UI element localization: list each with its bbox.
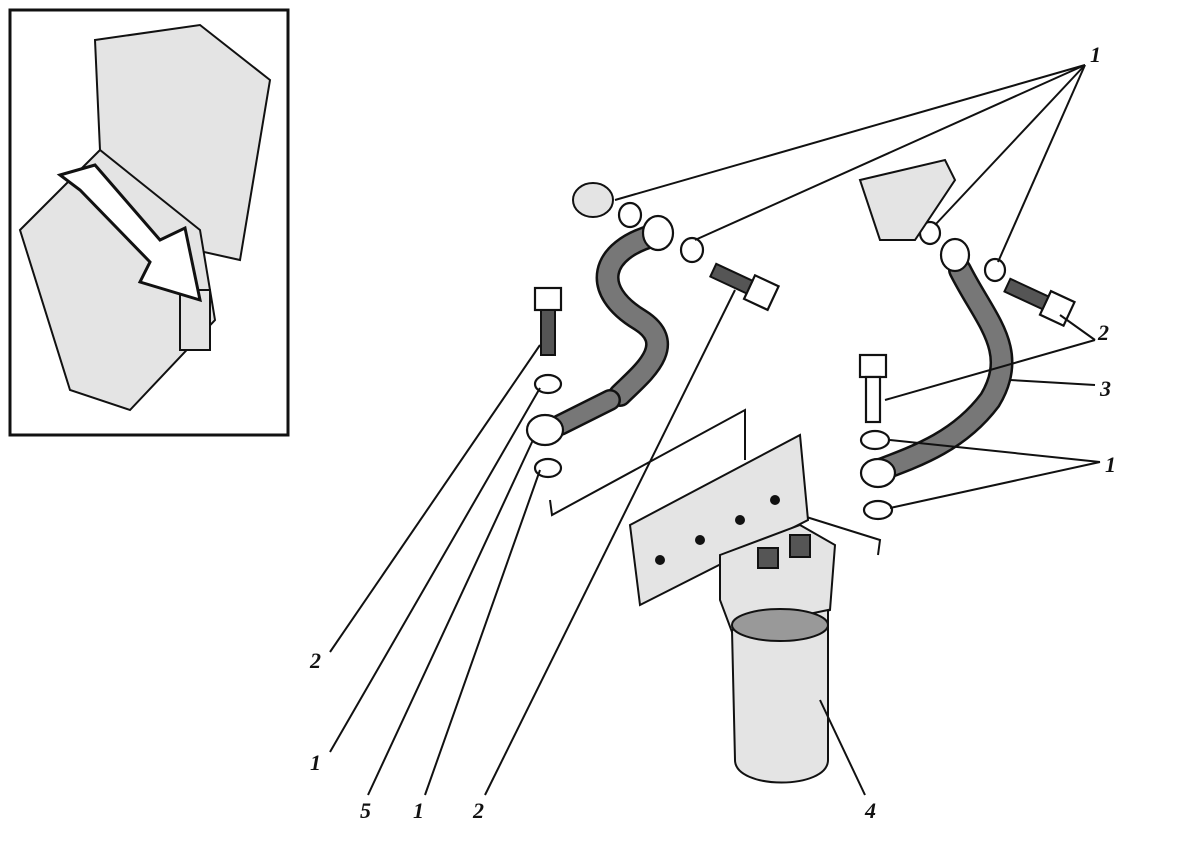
callout-label: 3 bbox=[1099, 376, 1111, 401]
washer bbox=[862, 499, 894, 521]
bracket bbox=[858, 158, 957, 241]
callout-label: 2 bbox=[1097, 320, 1109, 345]
callout-label: 1 bbox=[1105, 452, 1116, 477]
washer bbox=[617, 201, 643, 229]
callout-label: 2 bbox=[309, 648, 321, 673]
mounting-plate bbox=[628, 433, 810, 607]
inset-view bbox=[8, 8, 290, 437]
callout-label: 1 bbox=[310, 750, 321, 775]
bolt bbox=[1003, 277, 1076, 328]
banjo-fitting-right bbox=[859, 457, 897, 489]
arrow-icon bbox=[56, 163, 202, 303]
banjo-fitting-left bbox=[525, 413, 565, 447]
callout-label: 1 bbox=[1090, 42, 1101, 67]
callout-label: 4 bbox=[864, 798, 876, 823]
tank-lower bbox=[18, 148, 217, 412]
bolt bbox=[533, 286, 563, 356]
callout-label: 2 bbox=[472, 798, 484, 823]
sleeve bbox=[572, 182, 614, 218]
washer bbox=[533, 457, 563, 479]
callout-label: 5 bbox=[360, 798, 371, 823]
washer bbox=[983, 257, 1007, 283]
washer bbox=[533, 373, 563, 395]
bolt bbox=[708, 262, 781, 312]
filter-assembly bbox=[719, 523, 837, 784]
callout-label: 1 bbox=[413, 798, 424, 823]
washer bbox=[859, 429, 891, 451]
parts bbox=[329, 64, 1101, 796]
washer bbox=[679, 236, 705, 264]
leader-lines bbox=[329, 64, 1101, 796]
bolt bbox=[858, 353, 888, 424]
